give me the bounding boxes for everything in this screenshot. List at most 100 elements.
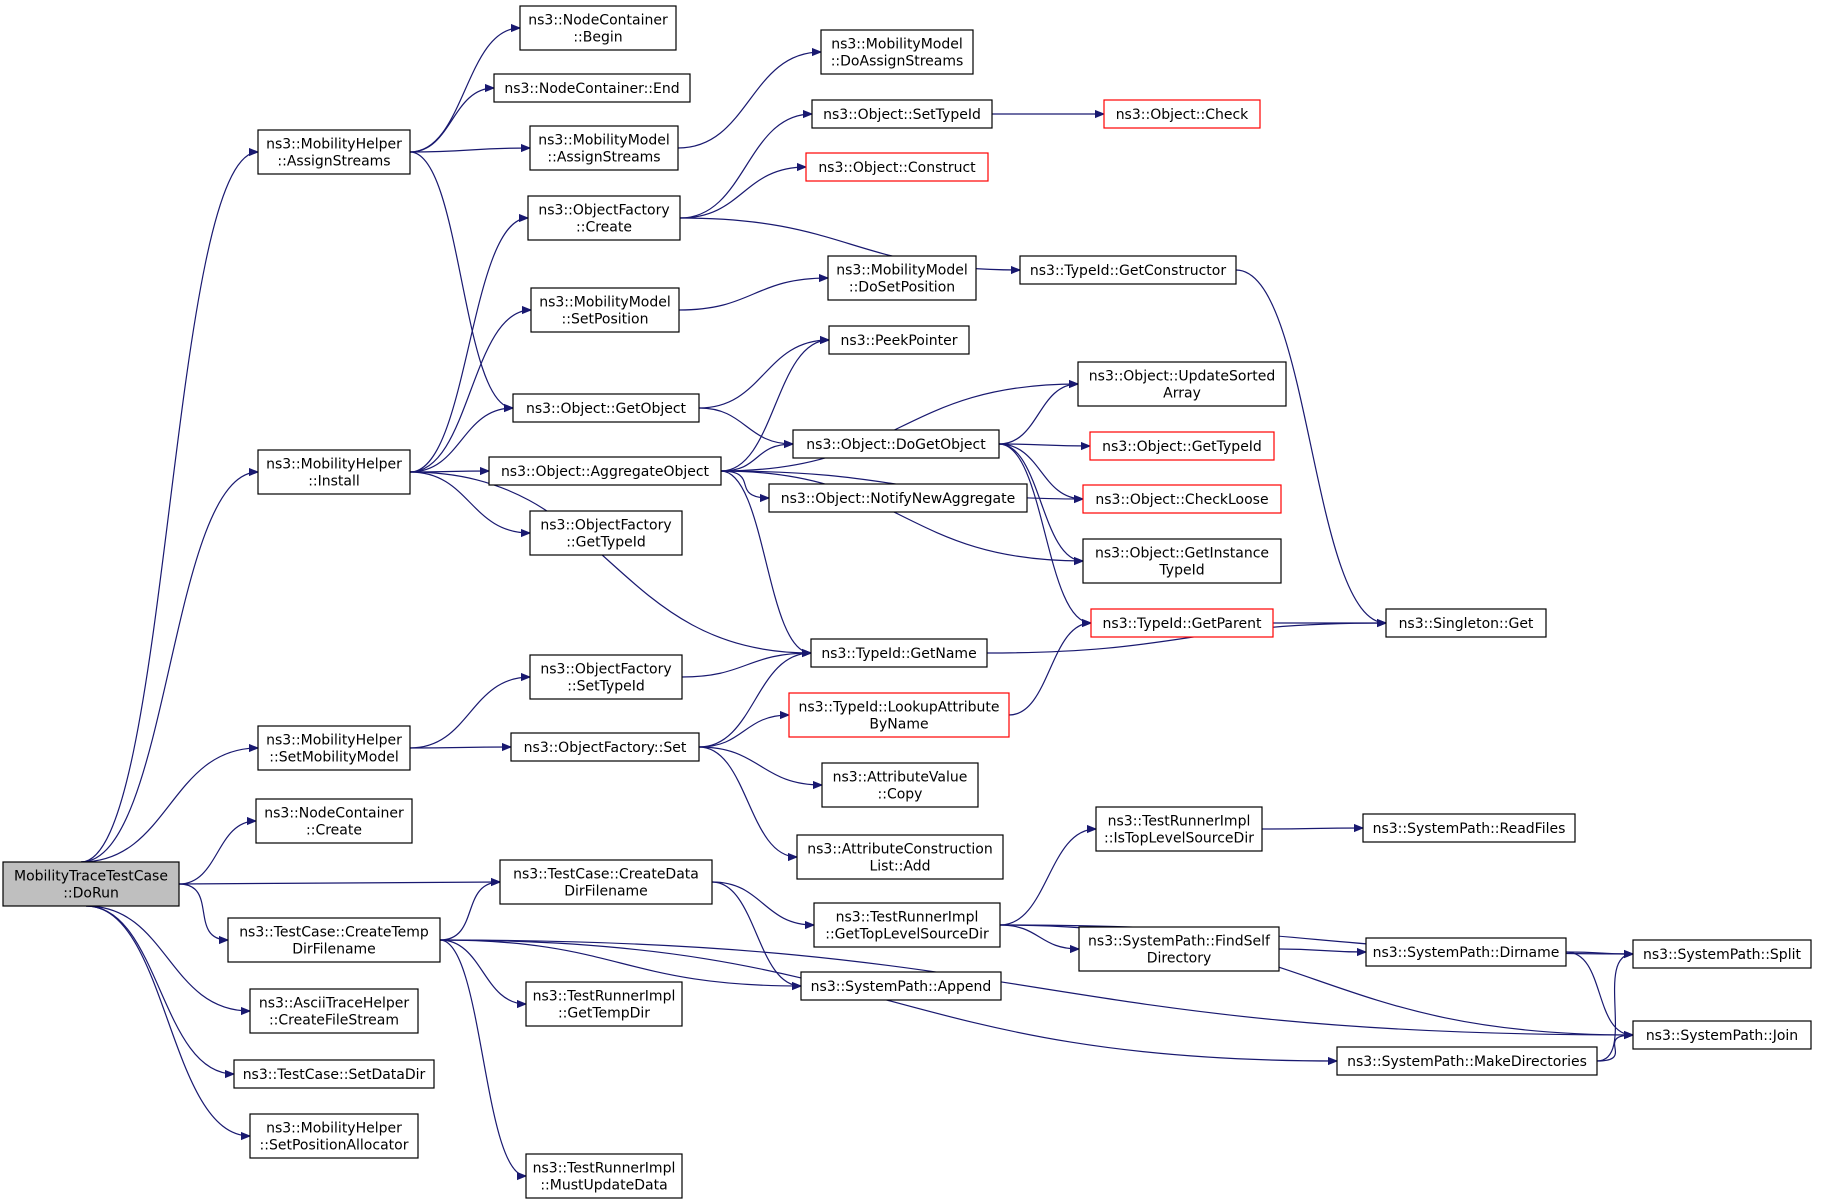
- node-box: [796, 834, 1004, 880]
- edge-obj-aggregate-to-typeid-getname: [720, 470, 811, 653]
- node-label: ns3::TypeId::GetName: [821, 646, 976, 662]
- edge-obj-aggregate-to-peekpointer: [720, 340, 829, 472]
- edge-root-to-mh-install: [80, 472, 258, 863]
- edge-obj-aggregate-to-obj-getinstance: [720, 470, 1083, 561]
- node-obj-getobject[interactable]: ns3::Object::GetObject: [512, 393, 700, 423]
- node-box: [1090, 608, 1274, 638]
- edge-tc-createtemp-to-sp-append: [439, 939, 801, 986]
- node-box: [527, 195, 681, 241]
- node-label: ns3::ObjectFactory: [538, 203, 669, 219]
- node-mm-setpos[interactable]: ns3::MobilityModel::SetPosition: [530, 287, 680, 333]
- node-tri-istoplevel[interactable]: ns3::TestRunnerImpl::IsTopLevelSourceDir: [1095, 806, 1263, 852]
- node-mh-install[interactable]: ns3::MobilityHelper::Install: [257, 449, 411, 495]
- node-obj-construct[interactable]: ns3::Object::Construct: [805, 152, 989, 182]
- node-label: ::SetTypeId: [567, 679, 645, 695]
- node-box: [510, 732, 700, 762]
- node-of-set[interactable]: ns3::ObjectFactory::Set: [510, 732, 700, 762]
- node-box: [529, 125, 679, 171]
- node-label: ns3::SystemPath::Split: [1643, 947, 1801, 963]
- node-label: ns3::Object::DoGetObject: [806, 437, 986, 453]
- node-label: DirFilename: [292, 942, 376, 958]
- node-box: [768, 483, 1028, 513]
- node-mh-assign[interactable]: ns3::MobilityHelper::AssignStreams: [257, 129, 411, 175]
- node-typeid-getparent[interactable]: ns3::TypeId::GetParent: [1090, 608, 1274, 638]
- node-label: List::Add: [869, 859, 930, 875]
- node-label: ::AssignStreams: [277, 154, 390, 170]
- node-box: [1362, 813, 1576, 843]
- node-sp-makedirs[interactable]: ns3::SystemPath::MakeDirectories: [1336, 1046, 1598, 1076]
- edge-of-create-to-obj-settypeid: [679, 114, 812, 219]
- node-typeid-getname[interactable]: ns3::TypeId::GetName: [810, 638, 988, 668]
- node-of-gettypeid[interactable]: ns3::ObjectFactory::GetTypeId: [529, 510, 683, 556]
- node-box: [519, 5, 677, 51]
- node-box: [1632, 939, 1812, 969]
- node-nc-end[interactable]: ns3::NodeContainer::End: [493, 73, 691, 103]
- node-of-create[interactable]: ns3::ObjectFactory::Create: [527, 195, 681, 241]
- edge-obj-aggregate-to-obj-dogetobject: [720, 444, 793, 472]
- node-mm-doassign[interactable]: ns3::MobilityModel::DoAssignStreams: [820, 29, 974, 75]
- node-label: ns3::Object::CheckLoose: [1095, 492, 1268, 508]
- node-nc-create[interactable]: ns3::NodeContainer::Create: [255, 798, 413, 844]
- node-av-copy[interactable]: ns3::AttributeValue::Copy: [821, 762, 979, 808]
- node-tri-gettempdir[interactable]: ns3::TestRunnerImpl::GetTempDir: [525, 981, 683, 1027]
- edge-tc-createtemp-to-tri-mustupdate: [439, 939, 527, 1176]
- edge-of-create-to-obj-construct: [679, 167, 806, 219]
- edge-mh-setmobility-to-of-set: [409, 747, 511, 748]
- node-sp-split[interactable]: ns3::SystemPath::Split: [1632, 939, 1812, 969]
- node-label: ::Create: [306, 823, 362, 839]
- edge-tc-createtemp-to-tri-gettempdir: [439, 939, 526, 1004]
- node-box: [788, 692, 1010, 738]
- node-label: ns3::TestRunnerImpl: [533, 1161, 676, 1177]
- node-tri-mustupdate[interactable]: ns3::TestRunnerImpl::MustUpdateData: [525, 1153, 683, 1199]
- node-root[interactable]: MobilityTraceTestCase::DoRun: [2, 861, 180, 907]
- node-obj-settypeid[interactable]: ns3::Object::SetTypeId: [811, 99, 993, 129]
- node-label: ns3::SystemPath::Append: [811, 979, 992, 995]
- node-label: ns3::MobilityHelper: [266, 457, 402, 473]
- node-label: MobilityTraceTestCase: [14, 869, 168, 885]
- node-label: ns3::Object::NotifyNewAggregate: [781, 491, 1015, 507]
- node-ath-createfs[interactable]: ns3::AsciiTraceHelper::CreateFileStream: [249, 988, 419, 1034]
- node-typeid-getctor[interactable]: ns3::TypeId::GetConstructor: [1019, 255, 1237, 285]
- node-box: [800, 971, 1002, 1001]
- node-mh-setmobility[interactable]: ns3::MobilityHelper::SetMobilityModel: [257, 725, 411, 771]
- node-obj-aggregate[interactable]: ns3::Object::AggregateObject: [488, 456, 722, 486]
- node-label: ns3::TestCase::CreateTemp: [239, 925, 429, 941]
- node-label: ns3::ObjectFactory: [540, 518, 671, 534]
- node-obj-check[interactable]: ns3::Object::Check: [1103, 99, 1261, 129]
- node-obj-dogetobject[interactable]: ns3::Object::DoGetObject: [792, 429, 1000, 459]
- node-obj-gettypeid[interactable]: ns3::Object::GetTypeId: [1089, 431, 1275, 461]
- node-nc-begin[interactable]: ns3::NodeContainer::Begin: [519, 5, 677, 51]
- node-mh-setposalloc[interactable]: ns3::MobilityHelper::SetPositionAllocato…: [249, 1113, 419, 1159]
- node-singleton-get[interactable]: ns3::Singleton::Get: [1385, 608, 1547, 638]
- node-sp-readfiles[interactable]: ns3::SystemPath::ReadFiles: [1362, 813, 1576, 843]
- node-mm-assign[interactable]: ns3::MobilityModel::AssignStreams: [529, 125, 679, 171]
- node-box: [810, 638, 988, 668]
- node-sp-dirname[interactable]: ns3::SystemPath::Dirname: [1365, 937, 1567, 967]
- edge-obj-getobject-to-peekpointer: [698, 340, 829, 409]
- node-mm-dosetpos[interactable]: ns3::MobilityModel::DoSetPosition: [827, 255, 977, 301]
- node-label: ns3::SystemPath::Join: [1646, 1028, 1798, 1044]
- node-label: ns3::Singleton::Get: [1399, 616, 1534, 632]
- node-peekpointer[interactable]: ns3::PeekPointer: [828, 325, 970, 355]
- node-of-settypeid[interactable]: ns3::ObjectFactory::SetTypeId: [529, 654, 683, 700]
- node-box: [2, 861, 180, 907]
- edge-of-set-to-acl-add: [698, 746, 797, 857]
- edge-root-to-tc-createdata: [178, 882, 500, 884]
- node-box: [805, 152, 989, 182]
- node-sp-join[interactable]: ns3::SystemPath::Join: [1632, 1020, 1812, 1050]
- node-obj-notify[interactable]: ns3::Object::NotifyNewAggregate: [768, 483, 1028, 513]
- edge-mm-setpos-to-mm-dosetpos: [678, 278, 828, 311]
- node-tc-setdatadir[interactable]: ns3::TestCase::SetDataDir: [233, 1059, 435, 1089]
- node-sp-append[interactable]: ns3::SystemPath::Append: [800, 971, 1002, 1001]
- node-tri-gettoplevel[interactable]: ns3::TestRunnerImpl::GetTopLevelSourceDi…: [813, 902, 1001, 948]
- node-label: ns3::MobilityModel: [538, 133, 670, 149]
- node-label: ns3::NodeContainer::End: [504, 81, 679, 97]
- node-obj-checkloose[interactable]: ns3::Object::CheckLoose: [1082, 484, 1282, 514]
